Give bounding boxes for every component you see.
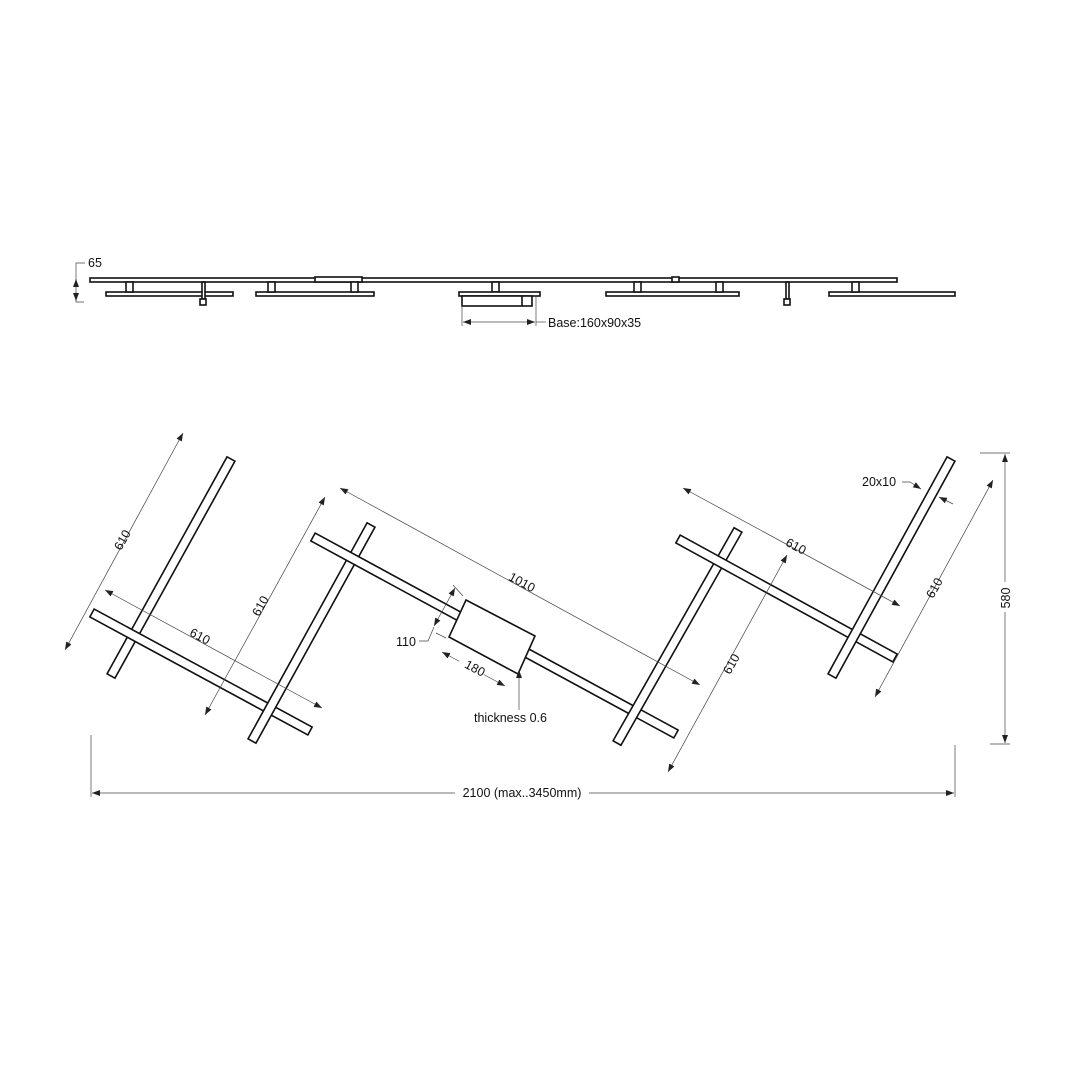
light-bar xyxy=(674,533,899,664)
side-view: 65 Base:160x90x35 xyxy=(73,256,956,330)
dim-group3-bar: 610 xyxy=(720,652,742,677)
stems xyxy=(125,281,860,306)
rail-joint xyxy=(671,276,680,283)
top-view-bars xyxy=(88,455,957,747)
height-label: 65 xyxy=(88,256,102,270)
light-bar xyxy=(826,455,957,680)
dim-height: 580 xyxy=(999,588,1013,609)
rail-joint xyxy=(314,276,363,283)
light-bar xyxy=(88,607,314,737)
base-label: Base:160x90x35 xyxy=(548,316,641,330)
side-bar xyxy=(828,291,956,297)
dim-profile: 20x10 xyxy=(862,475,896,489)
dim-left-bar: 610 xyxy=(111,528,133,553)
base-box xyxy=(461,295,533,307)
side-bar xyxy=(105,291,234,297)
side-bar xyxy=(605,291,740,297)
dim-group2-bar: 610 xyxy=(249,594,271,619)
dimensions: 610 610 610 1010 610 610 610 580 2100 (m… xyxy=(64,432,1013,800)
light-bar xyxy=(105,455,237,680)
dim-base-width: 110 xyxy=(396,635,416,649)
dim-long-bar: 1010 xyxy=(506,570,537,595)
side-bar xyxy=(255,291,375,297)
dim-base-length: 180 xyxy=(462,657,487,679)
dim-right-bar: 610 xyxy=(923,576,945,601)
dim-width: 2100 (max..3450mm) xyxy=(463,786,582,800)
thickness-label: thickness 0.6 xyxy=(474,711,547,725)
dim-group1-cross: 610 xyxy=(187,625,212,647)
